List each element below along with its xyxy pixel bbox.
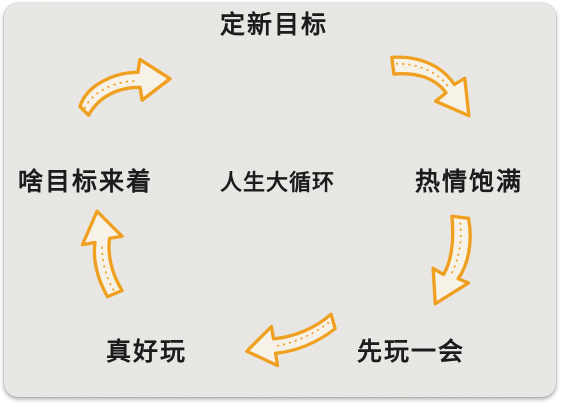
- curved-arrow-icon: [245, 312, 337, 368]
- stage-label-so-fun: 真好玩: [106, 337, 188, 366]
- curved-arrow-icon: [390, 55, 471, 118]
- curved-arrow-icon: [431, 214, 472, 306]
- stage-label-set-new-goal: 定新目标: [220, 10, 329, 39]
- curved-arrow-icon: [80, 209, 124, 299]
- stage-label-full-of-passion: 热情饱满: [415, 167, 524, 196]
- stage-label-play-a-while: 先玩一会: [357, 337, 466, 366]
- stage-label-what-was-the-goal: 啥目标来着: [18, 167, 154, 196]
- cycle-diagram-card: 定新目标 热情饱满 先玩一会 真好玩 啥目标来着 人生大循环: [4, 3, 556, 397]
- paper-texture-background: [4, 3, 556, 397]
- curved-arrow-icon: [78, 57, 172, 117]
- center-title: 人生大循环: [220, 171, 336, 196]
